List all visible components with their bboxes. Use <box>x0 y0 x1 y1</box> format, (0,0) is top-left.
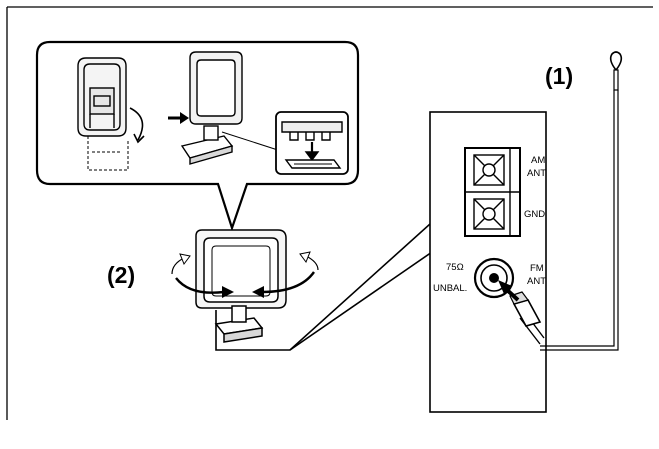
rear-panel <box>429 111 547 413</box>
gnd-label: GND <box>524 209 545 220</box>
fm-plug-insert-arrow <box>498 280 520 302</box>
am-antenna-callout: (2) <box>107 262 135 288</box>
am-ant-label-line2: ANT <box>527 168 546 179</box>
fm-ant-jack <box>473 257 515 299</box>
fm-ant-label-line1: FM <box>530 263 544 274</box>
am-ant-label-line1: AM <box>531 155 545 166</box>
step-arrow <box>168 112 189 124</box>
latch-detail-box <box>275 111 349 175</box>
am-loop-antenna <box>195 229 287 343</box>
fm-wire-antenna <box>509 51 623 351</box>
fm-impedance-label-line2: UNBAL. <box>433 283 467 294</box>
fm-ant-label-line2: ANT <box>527 276 546 287</box>
antenna-folded-illustration <box>77 57 145 171</box>
rotate-arrows <box>171 251 319 298</box>
am-ant-screw-terminal <box>473 154 505 186</box>
am-antenna-wire <box>215 169 491 351</box>
assembly-inset-balloon <box>35 40 360 232</box>
fm-antenna-callout: (1) <box>545 63 573 89</box>
antenna-on-stand-illustration <box>180 51 243 165</box>
gnd-screw-terminal <box>473 198 505 230</box>
page-frame <box>6 6 653 420</box>
fm-impedance-label-line1: 75Ω <box>446 262 464 273</box>
detail-leader-line <box>221 131 285 153</box>
